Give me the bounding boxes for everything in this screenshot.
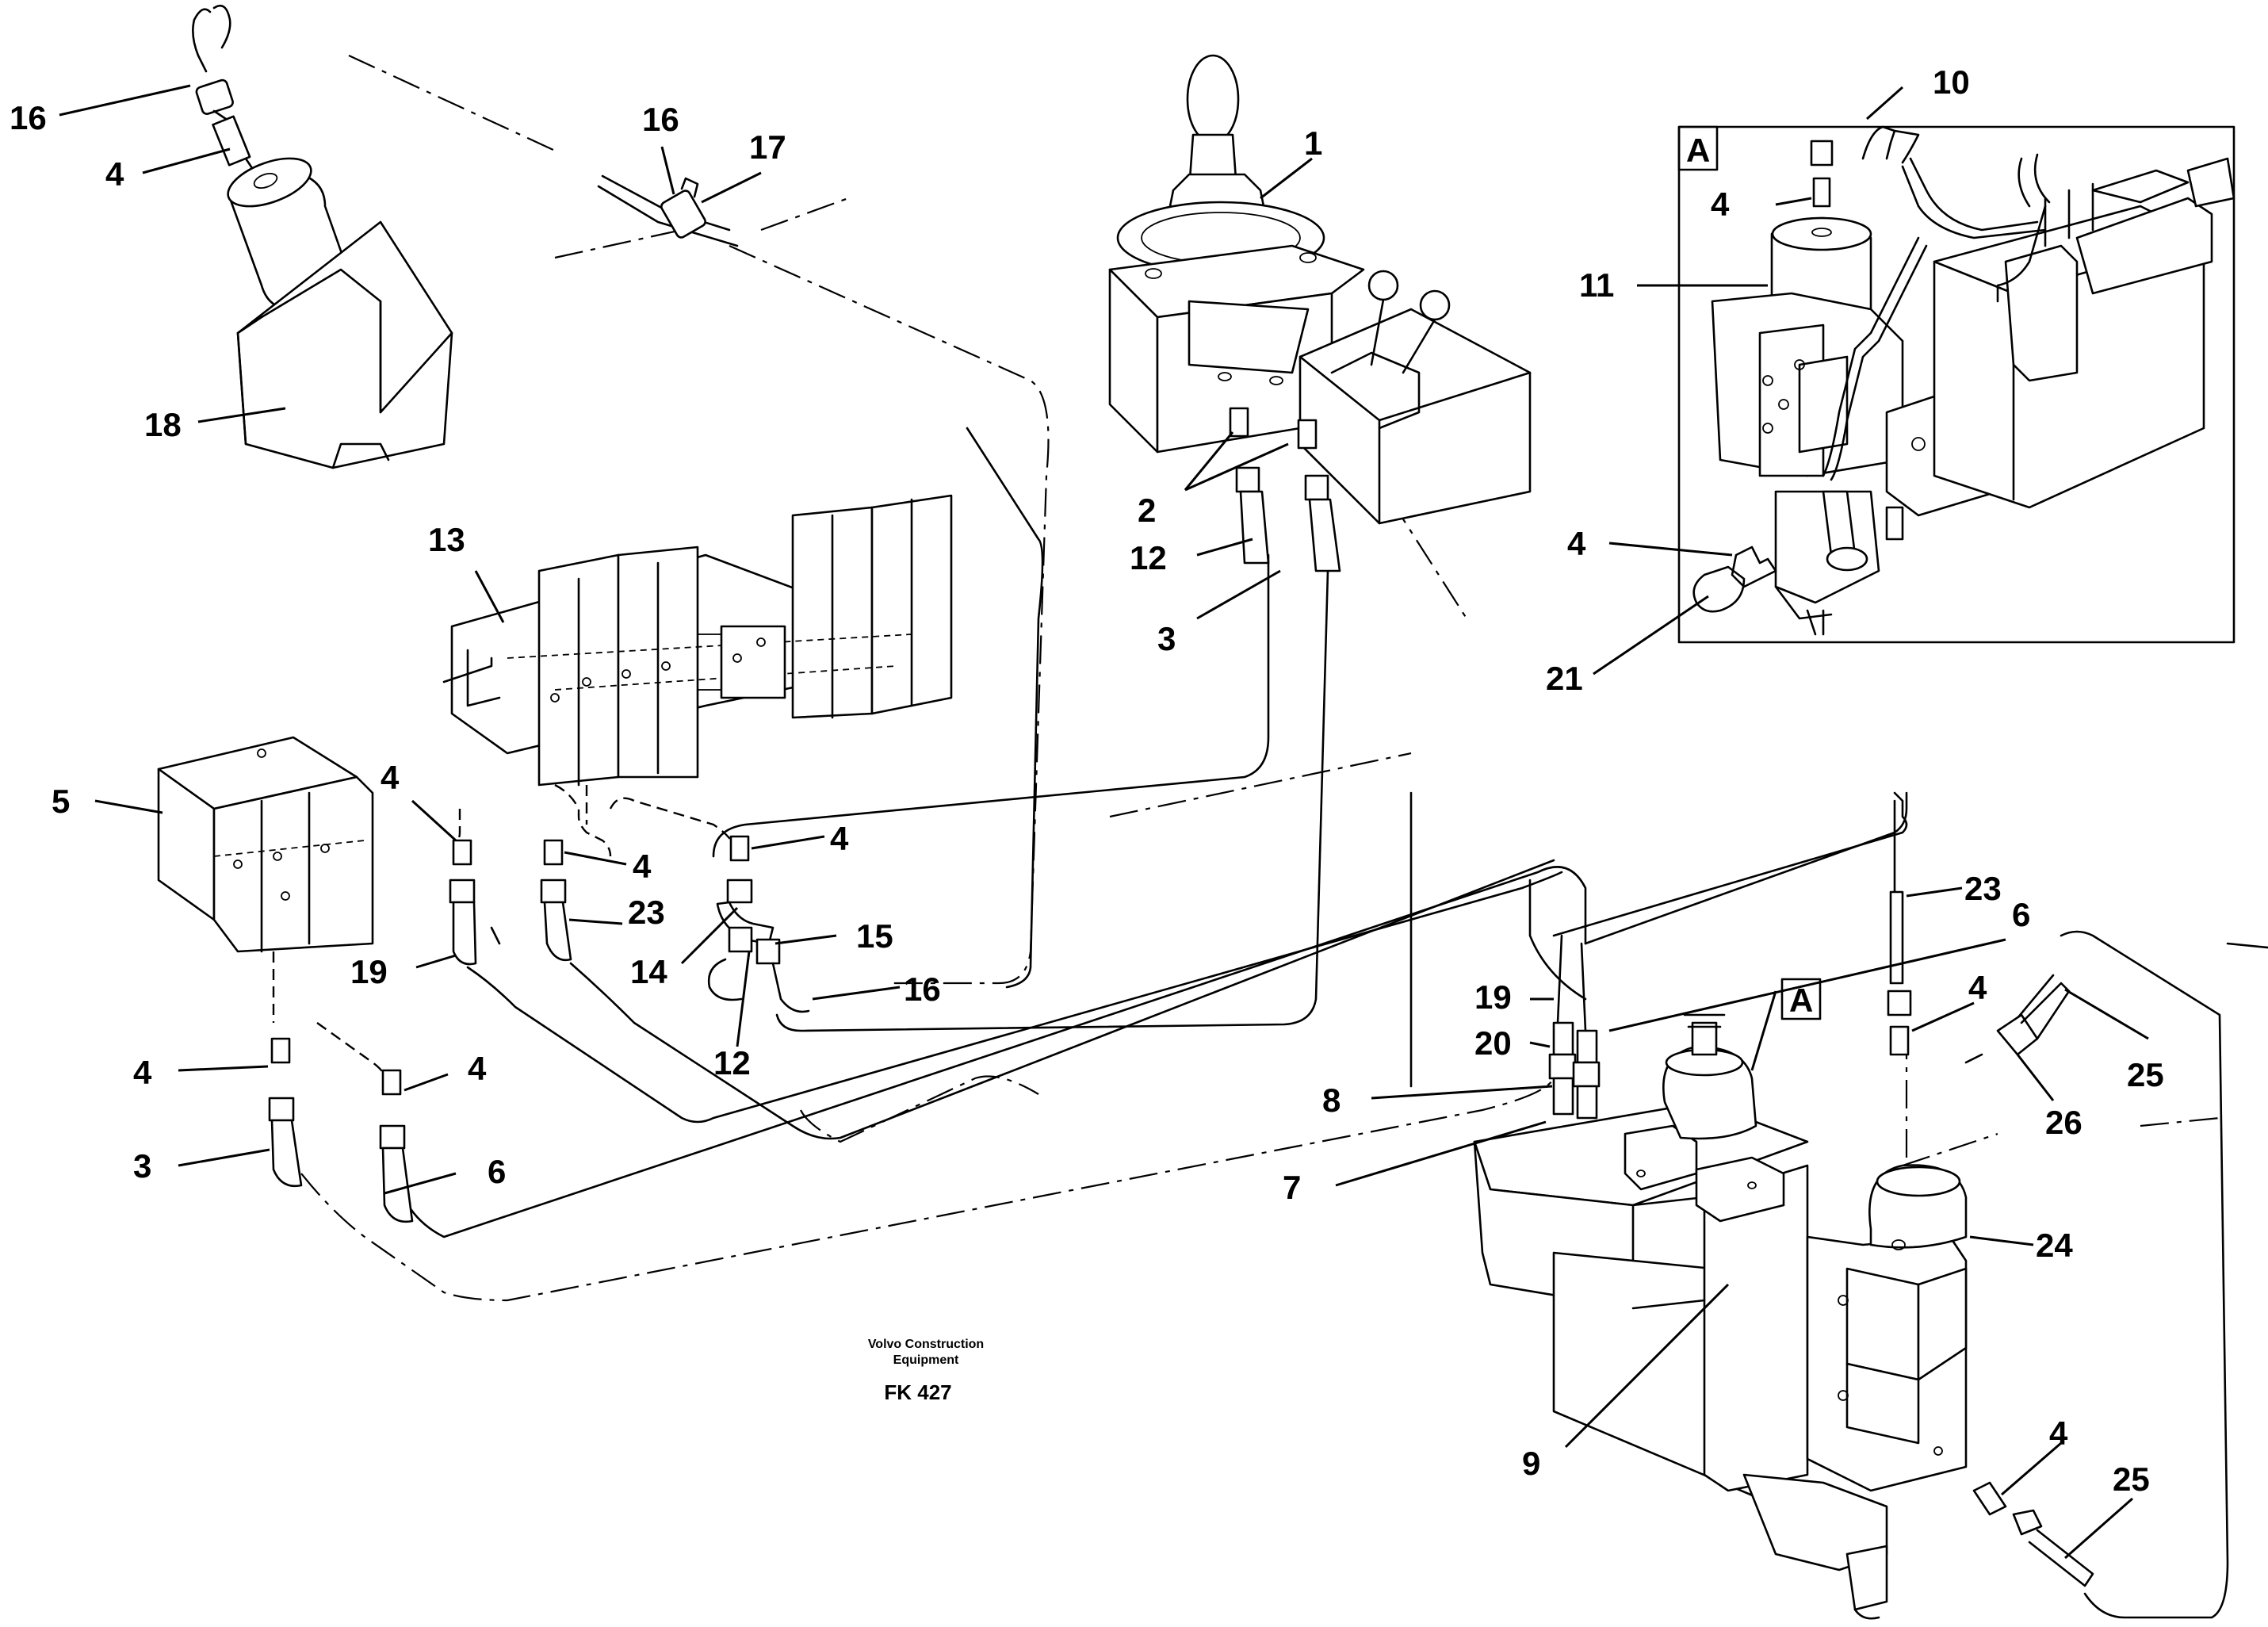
callout-24: 24	[2036, 1227, 2073, 1264]
lever-console-part	[1298, 270, 1532, 525]
callout-7: 7	[1283, 1169, 1301, 1206]
solenoid-valve-part	[192, 4, 453, 469]
drawing-caption: Volvo Construction Equipment FK 427	[868, 1338, 984, 1404]
callout-4: 4	[1711, 186, 1730, 223]
callout-23: 23	[628, 894, 665, 931]
pilot-block-part	[157, 736, 374, 953]
callout-19: 19	[1474, 978, 1512, 1016]
callout-19: 19	[350, 953, 388, 990]
joystick-fittings	[1229, 407, 1341, 572]
callout-21: 21	[1546, 660, 1583, 697]
callout-4: 4	[105, 155, 124, 193]
caption-company-line2: Equipment	[893, 1353, 959, 1367]
callout-4: 4	[381, 759, 400, 796]
callout-11: 11	[1579, 266, 1614, 304]
callout-10: 10	[1933, 63, 1970, 101]
callout-2: 2	[1138, 492, 1156, 529]
caption-company: Volvo Construction	[868, 1338, 984, 1351]
detail-box-label: A	[1686, 132, 1710, 169]
callout-25: 25	[2113, 1460, 2150, 1498]
callout-16: 16	[10, 99, 47, 136]
callout-8: 8	[1322, 1081, 1341, 1119]
callout-15: 15	[856, 917, 893, 955]
callout-4: 4	[133, 1054, 152, 1091]
callout-16: 16	[642, 101, 679, 138]
callout-17: 17	[749, 128, 786, 166]
hose-clamp-part	[597, 174, 739, 247]
callout-4: 4	[1968, 969, 1987, 1006]
callout-20: 20	[1474, 1024, 1512, 1062]
callout-6: 6	[2012, 896, 2030, 933]
callout-26: 26	[2045, 1104, 2083, 1141]
callout-5: 5	[52, 783, 70, 820]
detail-markers: A A	[1686, 132, 1822, 1020]
main-valve-assembly	[1473, 890, 2094, 1620]
callout-4: 4	[468, 1050, 487, 1087]
callout-16: 16	[904, 970, 941, 1008]
callout-4: 4	[830, 820, 849, 857]
callout-12: 12	[1130, 539, 1167, 576]
callout-23: 23	[1964, 870, 2002, 907]
joystick-control-part	[1108, 54, 1365, 454]
callout-3: 3	[1157, 620, 1176, 657]
callout-4: 4	[1567, 525, 1586, 562]
callout-6: 6	[488, 1153, 506, 1190]
callout-12: 12	[713, 1044, 751, 1081]
callout-14: 14	[630, 953, 667, 990]
leader-lines	[59, 84, 2149, 1560]
callout-4: 4	[633, 848, 652, 885]
caption-drawing-number: FK 427	[884, 1380, 951, 1404]
pilot-fittings	[268, 835, 810, 1223]
callout-18: 18	[144, 406, 182, 443]
callout-labels: 16 4 18 16 17 1 2 12 3 13 5 4 4 4 19 23 …	[10, 63, 2164, 1498]
valve-block-part	[442, 494, 953, 787]
callout-9: 9	[1522, 1445, 1540, 1482]
callout-25: 25	[2127, 1056, 2164, 1093]
detail-marker-a: A	[1789, 982, 1813, 1019]
detail-view-a	[1677, 125, 2235, 644]
callout-1: 1	[1304, 124, 1322, 162]
callout-3: 3	[133, 1147, 151, 1185]
callout-13: 13	[428, 521, 465, 558]
callout-4: 4	[2049, 1415, 2068, 1452]
